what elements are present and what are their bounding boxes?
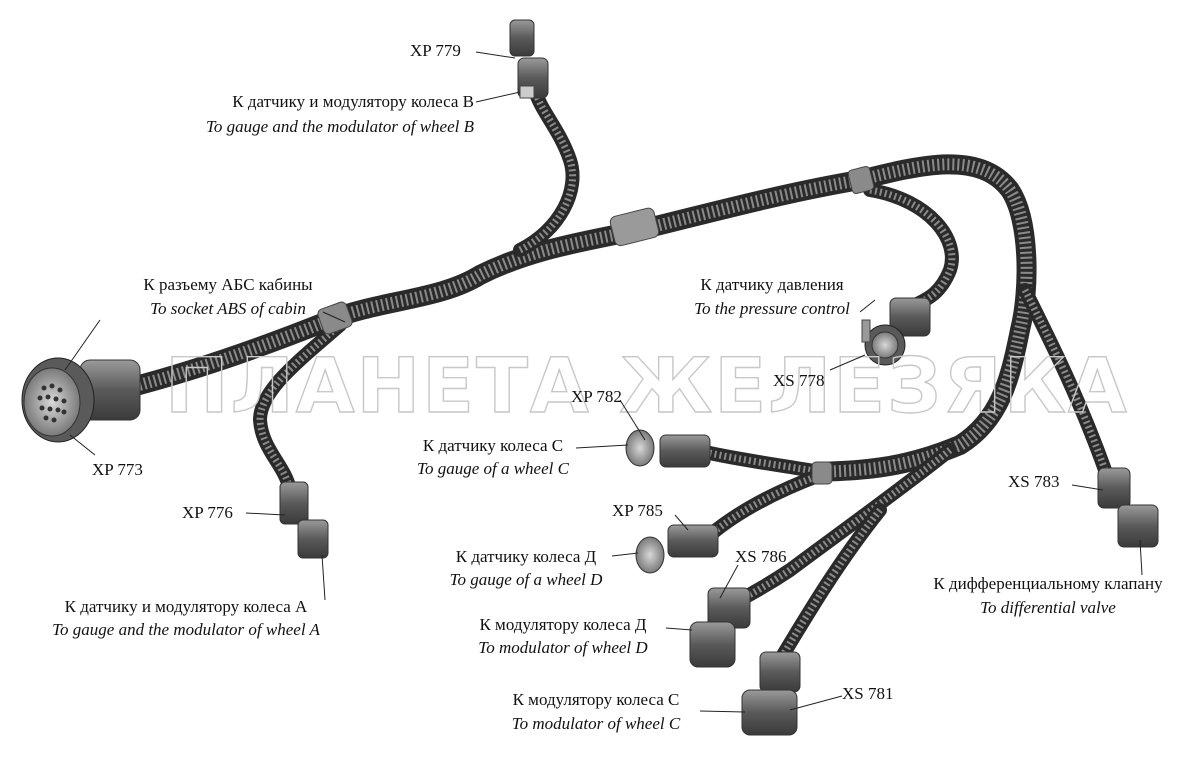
- label-pressure-ru: К датчику давления: [700, 275, 843, 294]
- label-wheel-d-gauge-en: To gauge of a wheel D: [450, 570, 604, 589]
- label-xp776: XP 776: [182, 503, 233, 522]
- connector-xp782: [625, 429, 711, 468]
- label-xs786: XS 786: [735, 547, 786, 566]
- branch-wheel-c: [698, 445, 827, 479]
- label-wheel-b-ru: К датчику и модулятору колеса В: [232, 92, 474, 111]
- label-mod-d-ru: К модулятору колеса Д: [479, 615, 646, 634]
- connector-xp773: [21, 357, 141, 443]
- connector-xp779: [509, 19, 549, 99]
- connector-labels: XP 779 XP 773 XP 776 XS 778 XP 782 XP 78…: [92, 41, 1059, 703]
- sleeves: [317, 166, 875, 485]
- label-abs-socket-en: To socket ABS of cabin: [150, 299, 306, 318]
- label-xs778: XS 778: [773, 371, 824, 390]
- branch-wheel-a: [252, 318, 347, 497]
- label-xp785: XP 785: [612, 501, 663, 520]
- leader-lines: [64, 51, 1143, 713]
- branch-wheel-d: [703, 468, 827, 542]
- label-wheel-c-gauge-en: To gauge of a wheel C: [417, 459, 570, 478]
- watermark: ПЛАНЕТА ЖЕЛЕЗЯКА: [165, 341, 1129, 430]
- label-wheel-d-gauge-ru: К датчику колеса Д: [456, 547, 597, 566]
- branch-mod-c: [773, 503, 887, 667]
- connectors: [21, 19, 1159, 736]
- label-wheel-b-en: To gauge and the modulator of wheel B: [206, 117, 475, 136]
- label-xs781: XS 781: [842, 684, 893, 703]
- label-xs783: XS 783: [1008, 472, 1059, 491]
- label-diff-valve-en: To differential valve: [980, 598, 1116, 617]
- connector-xs781: [741, 651, 801, 736]
- connector-xs786: [689, 587, 751, 668]
- connector-xs778: [861, 297, 931, 366]
- label-wheel-c-gauge-ru: К датчику колеса С: [423, 436, 563, 455]
- label-xp779: XP 779: [410, 41, 461, 60]
- branch-wheel-b: [513, 83, 580, 257]
- label-abs-socket-ru: К разъему АБС кабины: [143, 275, 313, 294]
- label-mod-c-ru: К модулятору колеса С: [513, 690, 680, 709]
- connector-xs783: [1097, 467, 1159, 548]
- label-xp773: XP 773: [92, 460, 143, 479]
- connector-xp776: [279, 481, 329, 559]
- connector-xp785: [635, 524, 719, 574]
- label-xp782: XP 782: [571, 387, 622, 406]
- label-wheel-a-ru: К датчику и модулятору колеса А: [65, 597, 308, 616]
- label-wheel-a-en: To gauge and the modulator of wheel A: [52, 620, 320, 639]
- label-pressure-en: To the pressure control: [694, 299, 850, 318]
- label-mod-c-en: To modulator of wheel C: [512, 714, 681, 733]
- label-mod-d-en: To modulator of wheel D: [478, 638, 648, 657]
- label-diff-valve-ru: К дифференциальному клапану: [933, 574, 1163, 593]
- description-labels: К датчику и модулятору колеса В To gauge…: [52, 92, 1163, 733]
